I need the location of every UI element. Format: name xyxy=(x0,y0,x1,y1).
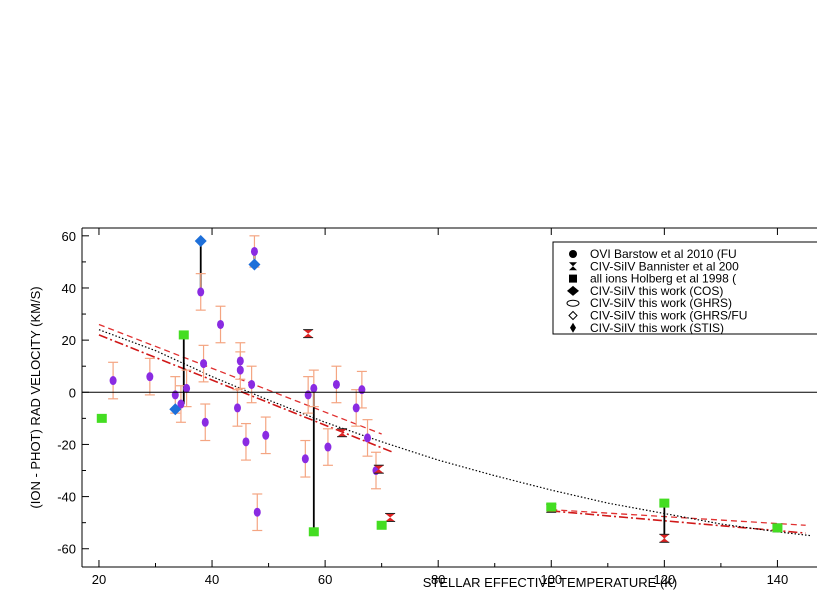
legend-label: CIV-SiIV this work (STIS) xyxy=(590,321,724,335)
point-ovi xyxy=(358,385,366,395)
legend-label: CIV-SiIV this work (COS) xyxy=(590,284,723,298)
y-axis-label: (ION - PHOT) RAD VELOCITY (KM/S) xyxy=(28,286,43,508)
point-ovi xyxy=(197,287,205,297)
point-civ-bannister xyxy=(659,534,670,543)
point-cos xyxy=(194,235,207,248)
point-holberg xyxy=(178,330,189,340)
legend-box xyxy=(552,241,817,335)
point-holberg xyxy=(546,502,557,512)
point-holberg xyxy=(96,413,107,423)
point-ovi xyxy=(248,379,256,389)
point-holberg xyxy=(659,498,670,508)
point-ovi xyxy=(201,417,209,427)
point-ovi xyxy=(324,442,332,452)
point-ovi xyxy=(304,390,312,400)
y-tick-label: 0 xyxy=(69,385,76,400)
legend-label: CIV-SiIV Bannister et al 200 xyxy=(590,259,739,273)
point-ovi xyxy=(183,383,191,393)
point-ovi xyxy=(242,437,250,447)
point-ovi xyxy=(301,454,309,464)
error-bars xyxy=(108,235,381,532)
y-tick-label: 40 xyxy=(62,281,76,296)
point-ovi xyxy=(352,403,360,413)
point-ovi xyxy=(146,372,154,382)
x-tick-label: 80 xyxy=(431,572,445,587)
point-holberg xyxy=(308,527,319,537)
point-civ-bannister xyxy=(303,329,314,338)
y-tick-label: -20 xyxy=(57,437,76,452)
point-ovi xyxy=(364,433,372,443)
legend-marker-bowtie xyxy=(569,262,577,271)
x-tick-label: 120 xyxy=(653,572,675,587)
legend-label: CIV-SiIV this work (GHRS/FU xyxy=(590,309,747,323)
legend-marker-circle xyxy=(569,250,577,258)
point-ovi xyxy=(236,365,244,375)
legend-label: OVI Barstow et al 2010 (FU xyxy=(590,247,737,261)
point-ovi xyxy=(250,246,258,256)
point-cos xyxy=(169,403,182,416)
point-civ-bannister xyxy=(337,428,348,437)
x-axis-label: STELLAR EFFECTIVE TEMPERATURE (K) xyxy=(423,575,678,590)
legend-marker-thin-diamond xyxy=(570,322,576,333)
point-ovi xyxy=(177,399,185,409)
fit-line-1-0 xyxy=(98,334,394,454)
fit-line-0-1 xyxy=(551,508,806,526)
y-tick-label: 60 xyxy=(62,229,76,244)
point-holberg xyxy=(772,523,783,533)
y-tick-label: -40 xyxy=(57,490,76,505)
point-ovi xyxy=(171,390,179,400)
point-civ-bannister xyxy=(373,465,384,474)
y-tick-label: -60 xyxy=(57,542,76,557)
x-tick-label: 140 xyxy=(767,572,789,587)
x-tick-label: 60 xyxy=(318,572,332,587)
point-ovi xyxy=(236,356,244,366)
point-ovi xyxy=(109,376,117,386)
legend-marker-open-diamond xyxy=(568,310,578,321)
x-tick-label: 20 xyxy=(92,572,106,587)
point-cos xyxy=(248,258,261,271)
fit-line-1-1 xyxy=(551,510,806,534)
y-tick-label: 20 xyxy=(62,333,76,348)
point-ovi xyxy=(332,379,340,389)
legend-marker-open-ellipse xyxy=(566,299,580,307)
point-ovi xyxy=(233,403,241,413)
legend-marker-diamond xyxy=(567,285,579,296)
point-civ-bannister xyxy=(385,513,396,522)
point-ovi xyxy=(253,507,261,517)
x-tick-label: 40 xyxy=(205,572,219,587)
point-ovi xyxy=(310,383,318,393)
point-ovi xyxy=(217,319,225,329)
legend-marker-square xyxy=(569,274,577,283)
point-holberg xyxy=(376,520,387,530)
legend-label: CIV-SiIV this work (GHRS) xyxy=(590,296,732,310)
point-ovi xyxy=(200,359,208,369)
fit-curve-2 xyxy=(98,329,812,537)
legend-label: all ions Holberg et al 1998 ( xyxy=(590,272,736,286)
x-tick-label: 100 xyxy=(540,572,562,587)
point-ovi xyxy=(262,430,270,440)
